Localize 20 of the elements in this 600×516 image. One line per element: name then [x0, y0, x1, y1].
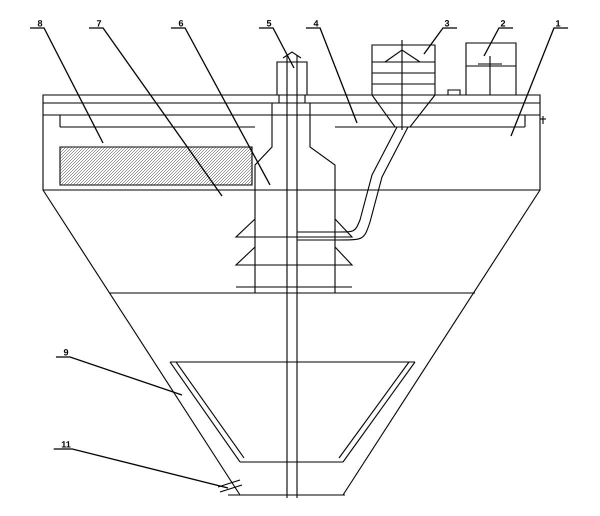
callout-number: 8 [38, 20, 42, 26]
leader-line [483, 27, 514, 56]
callout-number: 6 [178, 20, 184, 26]
leader-line [56, 356, 182, 396]
callout-number: 9 [64, 349, 68, 356]
callout-number: 1 [556, 20, 560, 26]
leader-line [510, 27, 568, 136]
callout-number: 2 [500, 20, 506, 26]
leader-line [88, 27, 223, 196]
leader-line [306, 27, 358, 124]
leader-line [423, 27, 458, 54]
callout-number: 4 [314, 20, 318, 26]
leader-line [54, 448, 228, 489]
callout-number: 5 [266, 20, 272, 26]
leader-line [170, 27, 271, 186]
leader-line [30, 27, 104, 144]
callout-number: 7 [96, 20, 102, 26]
callout-number: 11 [62, 441, 70, 448]
leader-line [258, 27, 295, 68]
callout-number: 3 [444, 20, 450, 26]
